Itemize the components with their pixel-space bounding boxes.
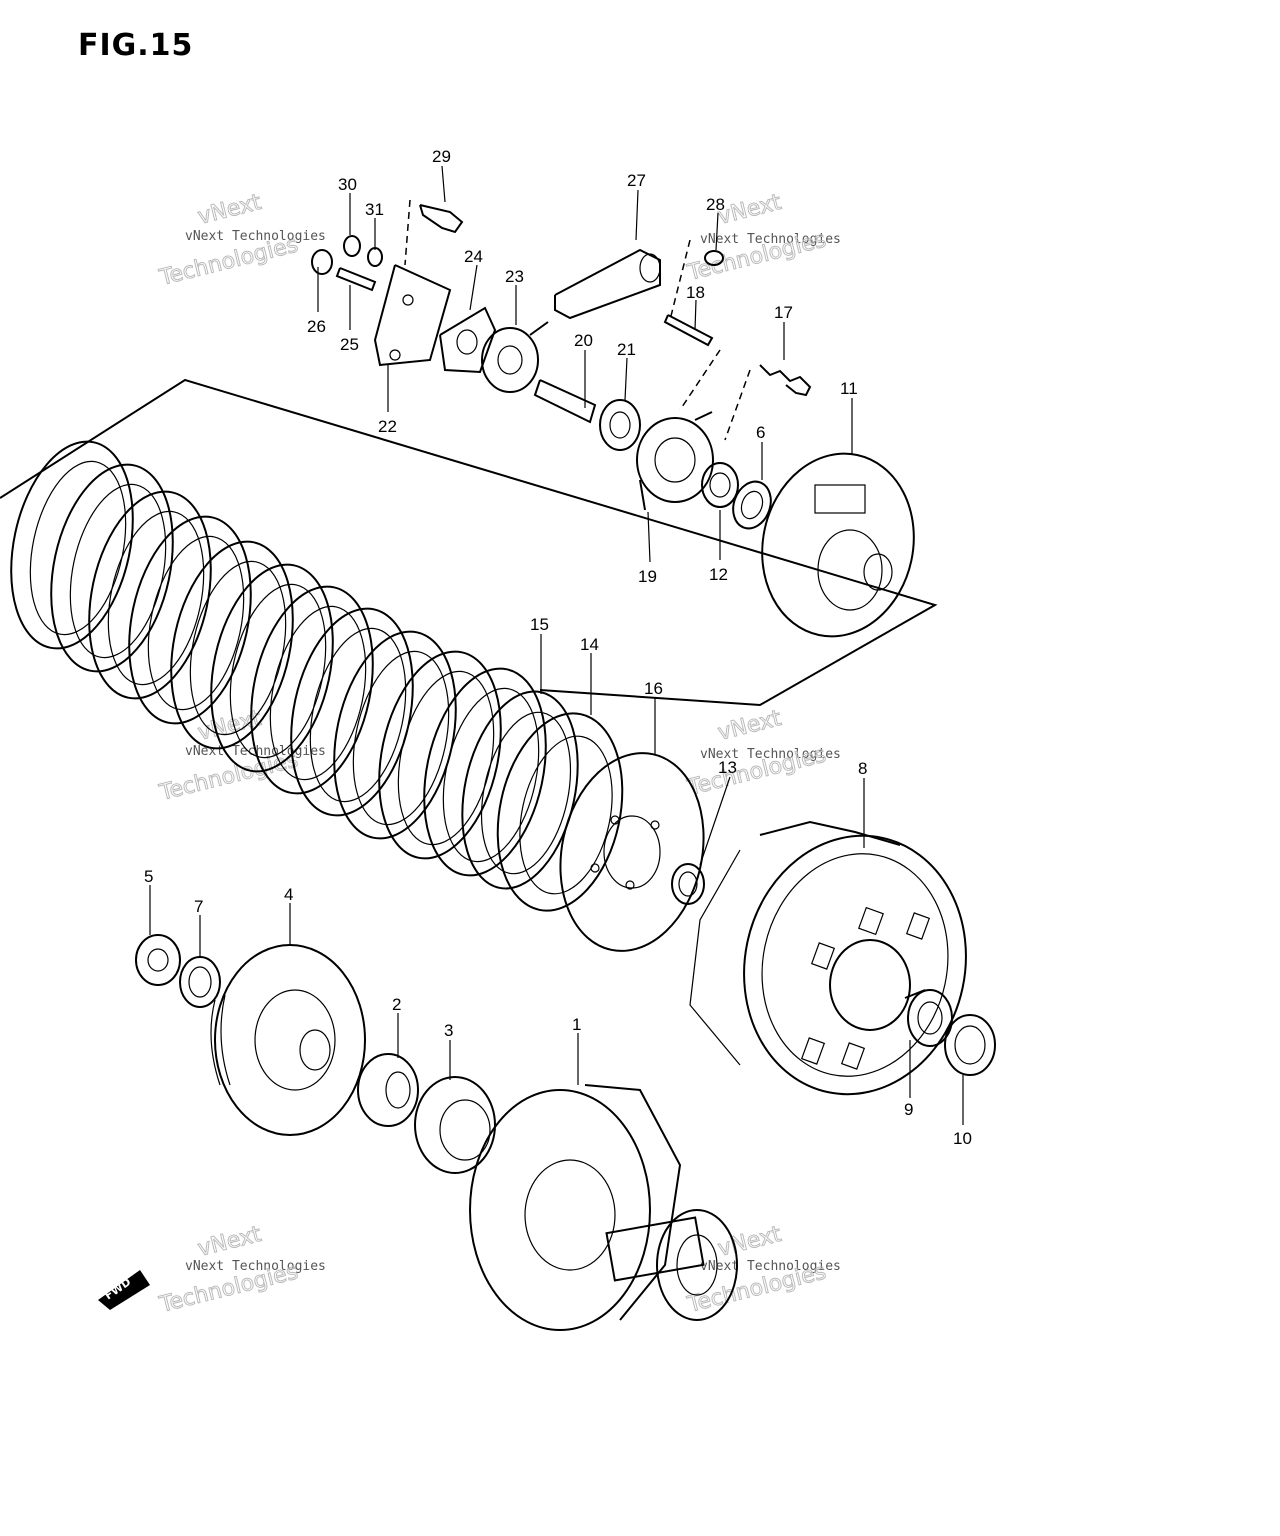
part-20-lifter-pin — [533, 379, 597, 424]
plate-stack-bracket — [0, 378, 938, 707]
part-25-stud — [335, 267, 377, 292]
callout-6: 6 — [756, 423, 765, 442]
clutch-plate — [423, 667, 547, 877]
callout-21: 21 — [617, 340, 636, 359]
clutch-plate — [128, 515, 252, 725]
callout-1: 1 — [572, 1015, 581, 1034]
part-18-dash-line — [679, 349, 721, 411]
callout-20: 20 — [574, 331, 593, 350]
svg-text:vNext Technologies: vNext Technologies — [185, 1259, 326, 1274]
watermark-bottom-right: vNext vNext Technologies Technologies — [684, 1221, 841, 1318]
callout-17: 17 — [774, 303, 793, 322]
part-5-nut — [135, 934, 181, 986]
part-23-lifter-cam — [481, 321, 549, 393]
part-8-clutch-housing — [689, 820, 967, 1096]
callout-23: 23 — [505, 267, 524, 286]
callout-7: 7 — [194, 897, 203, 916]
part-13-washer — [671, 863, 705, 905]
callout-26: 26 — [307, 317, 326, 336]
clutch-plate — [210, 563, 334, 773]
part-17-dash-line — [724, 369, 751, 441]
callout-24: 24 — [464, 247, 483, 266]
callout-15: 15 — [530, 615, 549, 634]
callout-13: 13 — [718, 758, 737, 777]
clutch-plate-stack — [10, 440, 547, 877]
watermark-bottom-left: vNext vNext Technologies Technologies — [156, 1221, 326, 1318]
part-16-pressure-plate — [559, 752, 705, 952]
part-30-nut — [343, 235, 361, 257]
part-27-lifter-arm — [554, 248, 661, 320]
svg-text:vNext: vNext — [715, 706, 784, 746]
watermark-top-left: vNext vNext Technologies Technologies — [156, 189, 326, 291]
part-12-bearing — [701, 462, 739, 508]
part-2-bushing — [357, 1053, 419, 1127]
callout-4: 4 — [284, 885, 293, 904]
part-28-dash-line — [669, 239, 691, 321]
part-17-spring — [759, 364, 812, 397]
part-28-bolt — [704, 250, 724, 266]
svg-text:vNext Technologies: vNext Technologies — [185, 229, 326, 244]
callout-31: 31 — [365, 200, 384, 219]
figure-title: FIG.15 — [78, 28, 194, 63]
part-7-washer — [179, 956, 221, 1008]
svg-text:vNext Technologies: vNext Technologies — [700, 1259, 841, 1274]
watermark-mid-right: vNext vNext Technologies Technologies — [684, 705, 841, 801]
callout-28: 28 — [706, 195, 725, 214]
callout-30: 30 — [338, 175, 357, 194]
part-9-bushing — [904, 989, 953, 1047]
callout-12: 12 — [709, 565, 728, 584]
callout-3: 3 — [444, 1021, 453, 1040]
callout-labels: 29 30 31 26 25 22 24 23 27 28 18 17 20 2… — [144, 147, 972, 1148]
callout-9: 9 — [904, 1100, 913, 1119]
part-29-bolt — [419, 204, 464, 234]
callout-14: 14 — [580, 635, 599, 654]
callout-19: 19 — [638, 567, 657, 586]
clutch-plate — [88, 490, 212, 700]
part-18-bolt — [663, 314, 714, 347]
part-19-lifter-plate — [636, 411, 714, 511]
callout-18: 18 — [686, 283, 705, 302]
part-26-washer — [311, 249, 333, 275]
callout-10: 10 — [953, 1129, 972, 1148]
callout-11: 11 — [840, 379, 858, 398]
part-31-nut — [367, 247, 383, 267]
part-21-bearing — [599, 399, 641, 451]
callout-2: 2 — [392, 995, 401, 1014]
clutch-plate — [250, 585, 374, 795]
callout-8: 8 — [858, 759, 867, 778]
part-1-clutch-drum — [469, 1084, 738, 1331]
svg-text:vNext Technologies: vNext Technologies — [700, 232, 841, 247]
callout-22: 22 — [378, 417, 397, 436]
part-22-dash-line — [404, 199, 411, 266]
clutch-plate — [378, 650, 502, 860]
svg-text:vNext: vNext — [195, 1222, 264, 1262]
part-3-one-way-clutch — [414, 1076, 496, 1174]
part-22-lifter-cover — [373, 264, 452, 367]
part-24-gasket — [439, 306, 497, 374]
part-4-centrifugal-clutch — [210, 944, 366, 1136]
callout-25: 25 — [340, 335, 359, 354]
svg-text:vNext: vNext — [195, 190, 264, 230]
forward-arrow-icon: FWD — [98, 1270, 150, 1310]
callout-5: 5 — [144, 867, 153, 886]
callout-27: 27 — [627, 171, 646, 190]
callout-16: 16 — [644, 679, 663, 698]
part-11-clutch-hub — [761, 452, 915, 638]
leader-lines — [149, 165, 964, 1125]
part-14-plate — [496, 712, 624, 912]
svg-text:vNext Technologies: vNext Technologies — [700, 747, 841, 762]
part-10-washer — [944, 1014, 996, 1076]
callout-29: 29 — [432, 147, 451, 166]
part-6-washer — [732, 480, 772, 530]
svg-text:vNext: vNext — [715, 190, 784, 230]
